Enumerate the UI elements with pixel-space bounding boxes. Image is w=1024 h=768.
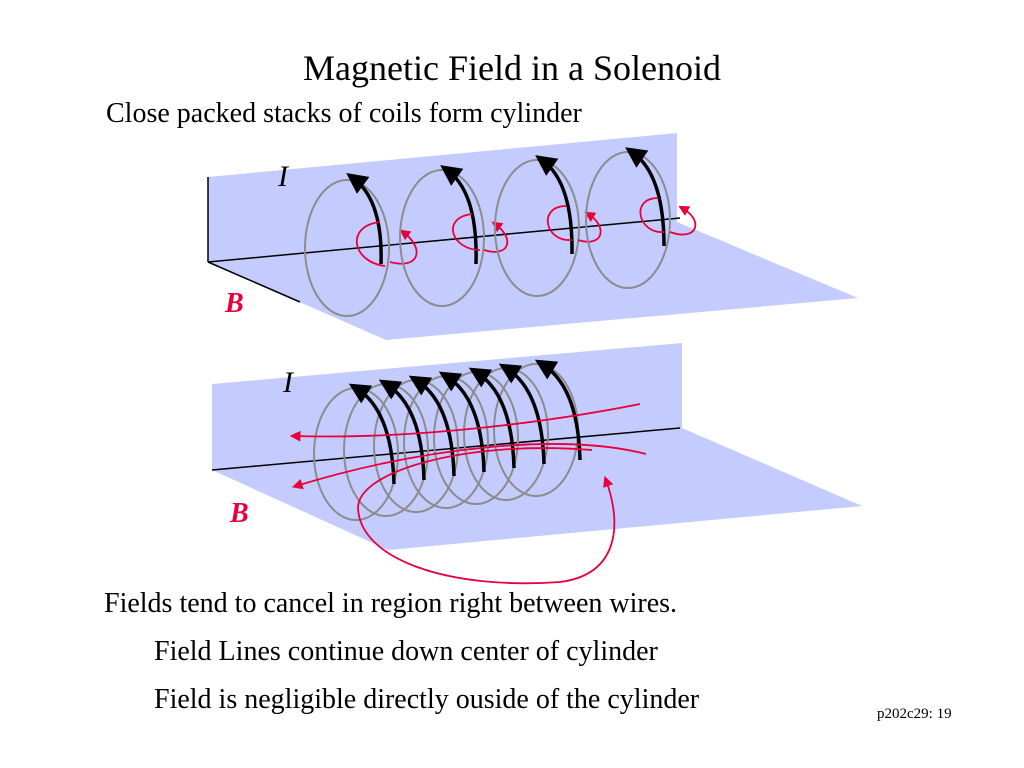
top-coil [585, 147, 697, 289]
top-coil [494, 155, 602, 297]
bottom-field-label: B [229, 498, 249, 529]
top-coil [304, 173, 418, 317]
bullet-field-lines-center: Field Lines continue down center of cyli… [154, 636, 658, 667]
bottom-current-arrows [348, 359, 582, 485]
bottom-field-lines [289, 403, 647, 585]
bullet-fields-cancel: Fields tend to cancel in region right be… [104, 588, 678, 619]
top-axis-depth [207, 261, 301, 303]
bottom-diagram: I B [211, 343, 862, 585]
top-horizontal-plane [208, 222, 858, 340]
slide-footer: p202c29: 19 [877, 706, 952, 722]
top-diagram: I B [207, 133, 858, 340]
bottom-current-label: I [282, 366, 295, 399]
bottom-wire-axis [211, 427, 681, 471]
top-coil [399, 165, 509, 307]
top-current-label: I [277, 160, 290, 193]
slide-title: Magnetic Field in a Solenoid [303, 48, 721, 88]
top-field-label: B [224, 288, 244, 319]
bullet-field-negligible-outside: Field is negligible directly ouside of t… [154, 684, 700, 715]
top-wire-axis [207, 217, 681, 263]
slide-subtitle: Close packed stacks of coils form cylind… [106, 98, 582, 129]
